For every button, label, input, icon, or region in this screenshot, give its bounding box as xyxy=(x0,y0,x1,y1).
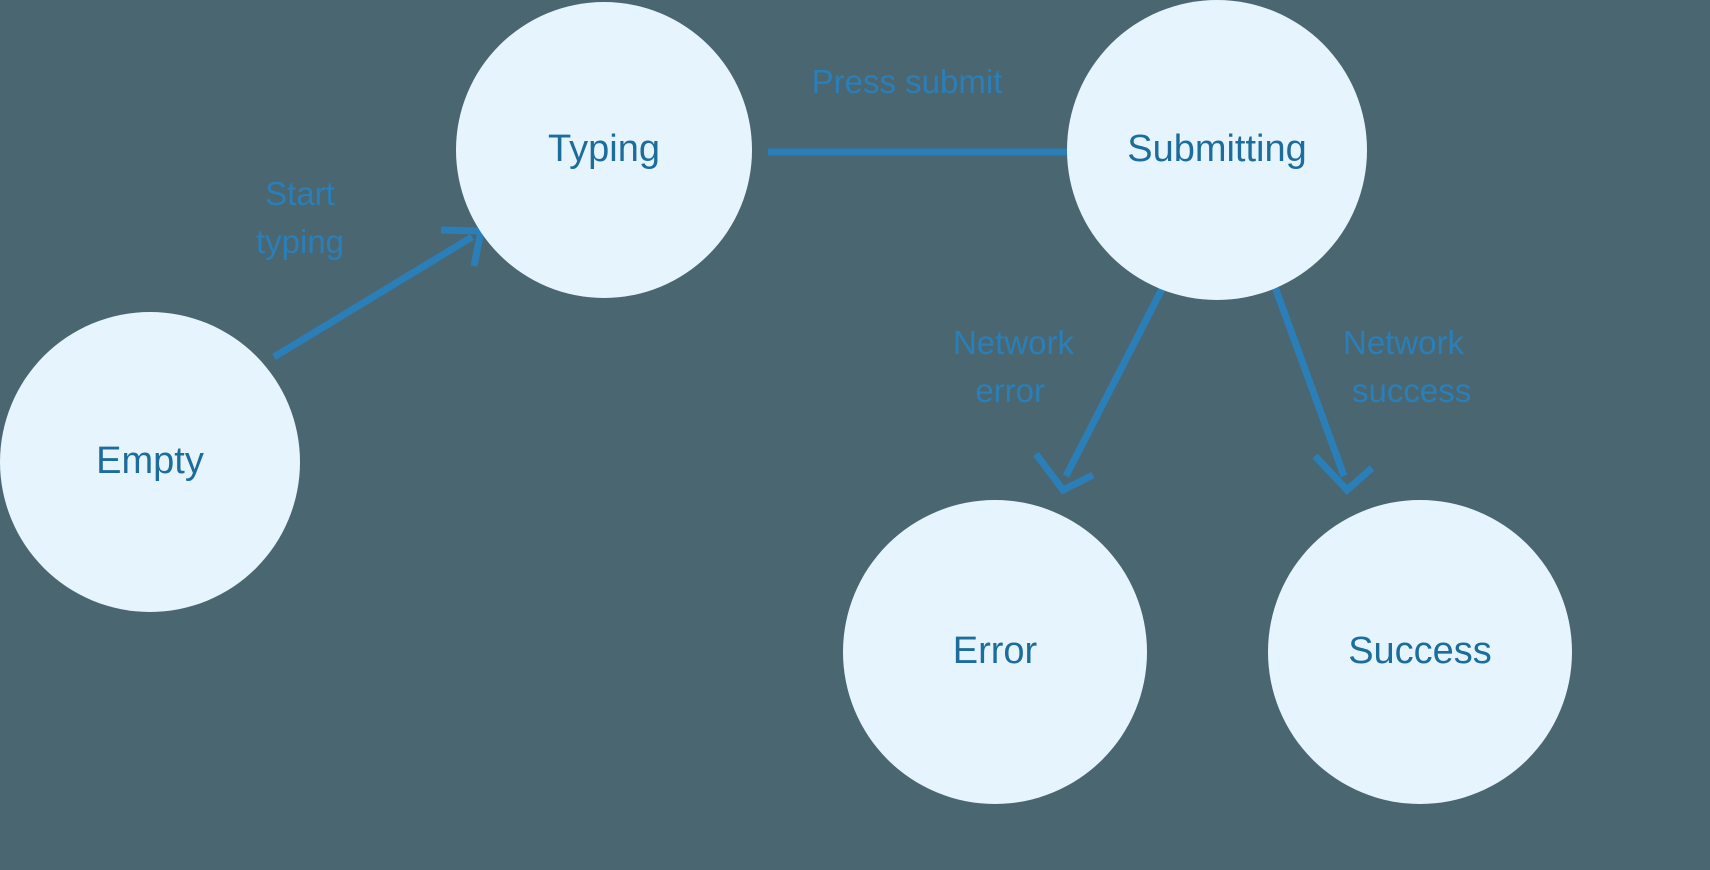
node-error[interactable]: Error xyxy=(843,500,1147,804)
edge-empty-to-typing-line xyxy=(272,234,474,360)
node-submitting[interactable]: Submitting xyxy=(1067,0,1367,300)
edge-empty-to-typing-label-line2: typing xyxy=(256,223,344,260)
node-submitting-label: Submitting xyxy=(1127,128,1307,170)
edge-empty-to-typing-arrowhead xyxy=(440,226,486,267)
edge-submitting-to-success-arrowhead xyxy=(1312,453,1375,495)
node-typing-circle[interactable] xyxy=(456,2,752,298)
node-empty[interactable]: Empty xyxy=(0,312,300,612)
edge-empty-to-typing: Start typing xyxy=(256,175,486,360)
node-success[interactable]: Success xyxy=(1268,500,1572,804)
node-typing[interactable]: Typing xyxy=(456,2,752,298)
edge-submitting-to-error-label-line1: Network xyxy=(953,324,1075,361)
node-submitting-circle[interactable] xyxy=(1067,0,1367,300)
edge-typing-to-submitting-label-line1: Press submit xyxy=(812,63,1003,100)
edge-empty-to-typing-label-line1: Start xyxy=(265,175,335,212)
edge-submitting-to-success-label-line1: Network xyxy=(1343,324,1465,361)
node-error-label: Error xyxy=(953,630,1038,672)
edge-submitting-to-error: Network error xyxy=(953,285,1167,495)
edge-submitting-to-success: Network success xyxy=(1271,285,1471,495)
edge-submitting-to-success-label-line2: success xyxy=(1352,372,1471,409)
edge-submitting-to-error-line xyxy=(1062,285,1167,478)
node-error-circle[interactable] xyxy=(843,500,1147,804)
node-empty-label: Empty xyxy=(96,440,204,482)
node-typing-label: Typing xyxy=(548,128,660,170)
node-empty-circle[interactable] xyxy=(0,312,300,612)
edge-submitting-to-success-line xyxy=(1271,285,1348,478)
node-success-circle[interactable] xyxy=(1268,500,1572,804)
edge-submitting-to-error-arrowhead xyxy=(1033,451,1095,495)
node-success-label: Success xyxy=(1348,630,1492,672)
edge-submitting-to-error-label-line2: error xyxy=(975,372,1045,409)
